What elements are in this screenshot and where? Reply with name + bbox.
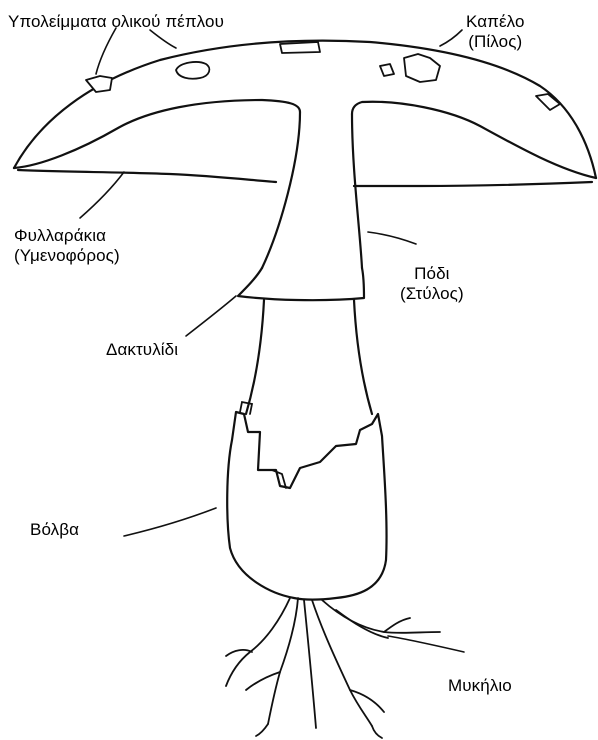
label-mycelium: Μυκήλιο xyxy=(448,676,512,696)
label-stem: Πόδι (Στύλος) xyxy=(400,264,464,304)
label-gills: Φυλλαράκια (Υμενοφόρος) xyxy=(14,226,120,266)
label-stem-line2: (Στύλος) xyxy=(400,284,464,304)
label-gills-line2: (Υμενοφόρος) xyxy=(14,246,120,266)
label-stem-line1: Πόδι xyxy=(400,264,464,284)
label-cap-line1: Καπέλο xyxy=(466,12,525,32)
veil-remnant-patches xyxy=(86,42,560,110)
label-volva: Βόλβα xyxy=(30,520,79,540)
label-cap: Καπέλο (Πίλος) xyxy=(466,12,525,52)
volva-outline xyxy=(227,402,386,600)
label-ring: Δακτυλίδι xyxy=(106,340,178,360)
label-cap-line2: (Πίλος) xyxy=(466,32,525,52)
cap-outline xyxy=(14,41,596,186)
mycelium-roots xyxy=(226,598,440,738)
label-veil-remnants: Υπολείμματα ολικού πέπλου xyxy=(8,12,224,32)
stem-outline xyxy=(238,112,372,414)
label-gills-line1: Φυλλαράκια xyxy=(14,226,120,246)
